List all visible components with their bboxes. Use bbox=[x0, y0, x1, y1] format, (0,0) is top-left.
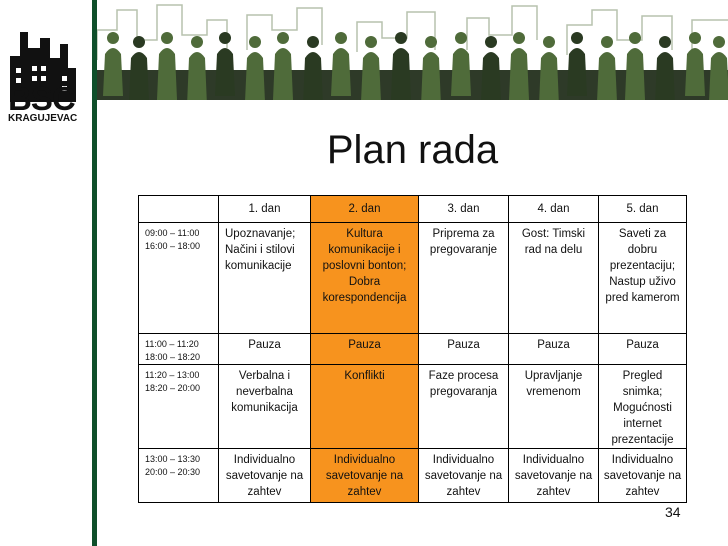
cell-text: Individualno savetovanje na zahtev bbox=[603, 454, 682, 498]
table-cell: Upravljanje vremenom bbox=[508, 364, 599, 449]
table-header-cell-highlighted: 2. dan bbox=[310, 195, 419, 223]
cell-text: Pauza bbox=[248, 339, 281, 351]
cell-text: Konflikti bbox=[344, 370, 385, 382]
table-header-cell: 4. dan bbox=[508, 195, 599, 223]
sidebar: BSC KRAGUJEVAC bbox=[0, 0, 92, 546]
page-title: Plan rada bbox=[97, 128, 728, 173]
table-header-row: 1. dan 2. dan 3. dan 4. dan 5. dan bbox=[138, 195, 687, 223]
table-cell-highlighted: Pauza bbox=[310, 333, 419, 365]
time-cell: 11:20 – 13:00 18:20 – 20:00 bbox=[138, 364, 219, 449]
cell-text: Gost: Timski rad na delu bbox=[521, 228, 586, 256]
table-cell-highlighted: Konflikti bbox=[310, 364, 419, 449]
table-cell-highlighted: Individualno savetovanje na zahtev bbox=[310, 448, 419, 503]
table-cell: Gost: Timski rad na delu bbox=[508, 222, 599, 334]
cell-text: Individualno savetovanje na zahtev bbox=[424, 454, 503, 498]
time-slot-morning: 11:20 – 13:00 bbox=[145, 370, 200, 380]
time-slot-morning: 13:00 – 13:30 bbox=[145, 454, 201, 464]
table-row: 11:20 – 13:00 18:20 – 20:00 Verbalna i n… bbox=[138, 364, 687, 449]
cell-text: Individualno savetovanje na zahtev bbox=[325, 454, 404, 498]
table-cell: Priprema za pregovaranje bbox=[418, 222, 509, 334]
cell-text: Pauza bbox=[537, 339, 570, 351]
time-cell: 09:00 – 11:00 16:00 – 18:00 bbox=[138, 222, 219, 334]
table-cell: Pauza bbox=[218, 333, 311, 365]
cell-text: Pregled snimka; Mogućnosti internet prez… bbox=[611, 370, 674, 446]
table-cell-highlighted: Kultura komunikacije i poslovni bonton; … bbox=[310, 222, 419, 334]
cell-text: Individualno savetovanje na zahtev bbox=[514, 454, 593, 498]
cell-text: Pauza bbox=[626, 339, 659, 351]
cell-text: Verbalna i neverbalna komunikacija bbox=[231, 370, 298, 414]
logo-subtitle: KRAGUJEVAC bbox=[8, 113, 78, 124]
time-cell: 11:00 – 11:20 18:00 – 18:20 bbox=[138, 333, 219, 365]
time-slot-evening: 18:00 – 18:20 bbox=[145, 352, 201, 362]
table-cell: Pauza bbox=[418, 333, 509, 365]
table-row: 11:00 – 11:20 18:00 – 18:20 Pauza Pauza … bbox=[138, 333, 687, 365]
table-row: 13:00 – 13:30 20:00 – 20:30 Individualno… bbox=[138, 448, 687, 503]
cell-text: Upoznavanje; Načini i stilovi komunikaci… bbox=[225, 228, 296, 272]
cell-text: Kultura komunikacije i poslovni bonton; … bbox=[322, 228, 407, 304]
page-number: 34 bbox=[665, 504, 681, 520]
table-cell: Pauza bbox=[598, 333, 687, 365]
time-slot-morning: 11:00 – 11:20 bbox=[145, 339, 199, 349]
cell-text: Faze procesa pregovaranja bbox=[428, 370, 499, 398]
table-row: 09:00 – 11:00 16:00 – 18:00 Upoznavanje;… bbox=[138, 222, 687, 334]
time-slot-evening: 16:00 – 18:00 bbox=[145, 241, 201, 251]
table-header-cell: 1. dan bbox=[218, 195, 311, 223]
header-banner bbox=[97, 0, 728, 100]
table-cell: Individualno savetovanje na zahtev bbox=[598, 448, 687, 503]
table-corner-cell bbox=[138, 195, 219, 223]
table-cell: Faze procesa pregovaranja bbox=[418, 364, 509, 449]
table-cell: Pregled snimka; Mogućnosti internet prez… bbox=[598, 364, 687, 449]
table-cell: Upoznavanje; Načini i stilovi komunikaci… bbox=[218, 222, 311, 334]
page-title-text: Plan rada bbox=[326, 128, 499, 172]
cell-text: Saveti za dobru prezentaciju; Nastup uži… bbox=[605, 228, 680, 304]
table-cell: Verbalna i neverbalna komunikacija bbox=[218, 364, 311, 449]
sidebar-rule bbox=[92, 0, 97, 546]
logo-name: BSC bbox=[8, 80, 76, 117]
table-header-cell: 5. dan bbox=[598, 195, 687, 223]
business-people-illustration-icon bbox=[97, 4, 728, 100]
table-cell: Saveti za dobru prezentaciju; Nastup uži… bbox=[598, 222, 687, 334]
time-slot-evening: 18:20 – 20:00 bbox=[145, 383, 201, 393]
bsc-logo-icon bbox=[10, 32, 76, 102]
cell-text: Pauza bbox=[348, 339, 381, 351]
cell-text: Upravljanje vremenom bbox=[524, 370, 583, 398]
time-cell: 13:00 – 13:30 20:00 – 20:30 bbox=[138, 448, 219, 503]
table-cell: Pauza bbox=[508, 333, 599, 365]
time-slot-morning: 09:00 – 11:00 bbox=[145, 228, 200, 238]
table-cell: Individualno savetovanje na zahtev bbox=[218, 448, 311, 503]
schedule-table: 1. dan 2. dan 3. dan 4. dan 5. dan 09:00… bbox=[138, 195, 687, 503]
table-cell: Individualno savetovanje na zahtev bbox=[418, 448, 509, 503]
time-slot-evening: 20:00 – 20:30 bbox=[145, 467, 201, 477]
cell-text: Pauza bbox=[447, 339, 480, 351]
table-cell: Individualno savetovanje na zahtev bbox=[508, 448, 599, 503]
table-header-cell: 3. dan bbox=[418, 195, 509, 223]
cell-text: Priprema za pregovaranje bbox=[429, 228, 498, 256]
cell-text: Individualno savetovanje na zahtev bbox=[225, 454, 304, 498]
